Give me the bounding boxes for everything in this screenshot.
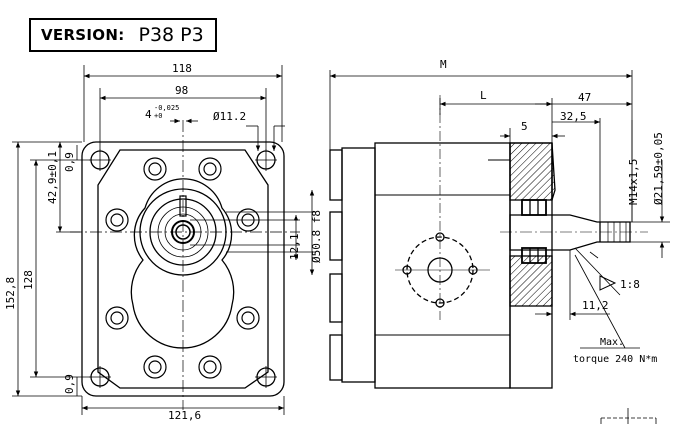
version-box: VERSION: P38 P3 <box>29 18 217 52</box>
dim-98: 98 <box>175 84 188 97</box>
dim-128: 128 <box>22 270 35 290</box>
dim-0-9-top: 0,9 <box>63 152 76 172</box>
dim-32-5: 32,5 <box>560 110 587 123</box>
dim-11-2: 11,2 <box>582 299 609 312</box>
pump-body-outline <box>97 149 269 389</box>
front-view <box>70 120 300 410</box>
dim-42-9: 42,9±0,1 <box>46 151 59 204</box>
body-bolts <box>105 157 260 379</box>
dim-L: L <box>480 89 487 102</box>
flange-taper-top <box>551 142 556 201</box>
side-view-labels: M L 47 32,5 5 M14x1,5 Ø21,59±0,05 1:8 11… <box>440 58 665 365</box>
front-view-dimensions <box>12 65 316 415</box>
dim-shaft-dia: Ø21,59±0,05 <box>652 132 665 205</box>
flange-section-bottom <box>509 255 553 307</box>
seal-top <box>521 199 547 216</box>
gear-chamber <box>130 178 235 349</box>
side-view-dimensions <box>329 70 670 349</box>
dim-50-8: Ø50.8 f8 <box>310 210 323 263</box>
note-max: Max. <box>600 337 624 348</box>
version-code: P38 P3 <box>138 24 204 46</box>
seal-bottom <box>521 247 547 264</box>
side-view <box>329 95 648 389</box>
dim-taper: 1:8 <box>620 278 640 291</box>
dim-152-8: 152,8 <box>4 277 17 310</box>
dim-5: 5 <box>521 120 528 133</box>
dim-47: 47 <box>578 91 591 104</box>
shaft <box>509 214 631 251</box>
flange-section-top <box>509 142 553 201</box>
dim-pilot-tol: 4 <box>145 108 152 121</box>
pump-body <box>374 142 511 389</box>
dim-pilot-tol-lower: +0 <box>154 112 162 120</box>
dim-121-6: 121,6 <box>168 409 201 422</box>
taper-symbol <box>599 275 617 291</box>
dim-hole-dia: Ø11.2 <box>213 110 246 123</box>
rear-cover <box>341 147 376 383</box>
dim-118: 118 <box>172 62 192 75</box>
dim-0-9-bottom: 0,9 <box>63 374 76 394</box>
front-view-labels: 118 98 4 -0,025 +0 Ø11.2 152,8 128 42,9±… <box>4 62 323 422</box>
dim-M: M <box>440 58 447 71</box>
dim-pilot-tol-upper: -0,025 <box>154 104 179 112</box>
mounting-holes <box>89 149 277 388</box>
partial-frame-corner <box>600 408 657 424</box>
note-torque: torque 240 N*m <box>573 354 657 365</box>
version-label: VERSION: <box>41 26 125 44</box>
dim-thread: M14x1,5 <box>627 159 640 205</box>
dim-12-1: 12,1 <box>288 234 301 261</box>
